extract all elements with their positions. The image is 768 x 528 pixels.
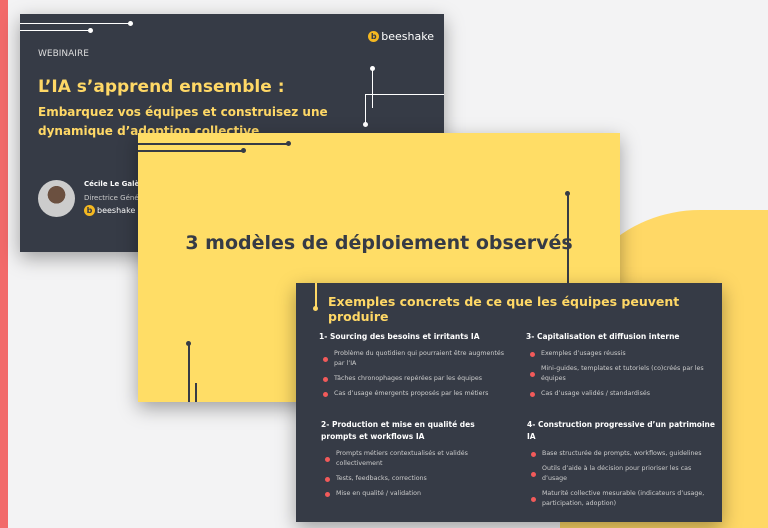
list-item: Tâches chronophages repérées par les équ… xyxy=(319,374,509,384)
decorative-line xyxy=(138,143,288,145)
list-item: Prompts métiers contextualisés et validé… xyxy=(321,449,511,469)
decorative-line xyxy=(188,343,190,402)
section-1: 1- Sourcing des besoins et irritants IA … xyxy=(319,331,509,404)
bee-icon: b xyxy=(84,205,95,216)
slide-title: L’IA s’apprend ensemble : xyxy=(38,77,285,97)
decorative-line xyxy=(195,383,197,402)
left-accent-strip xyxy=(0,0,8,528)
speaker-role: Directrice Géné xyxy=(84,194,139,202)
list-item: Base structurée de prompts, workflows, g… xyxy=(527,449,717,459)
section-3: 3- Capitalisation et diffusion interne E… xyxy=(526,331,716,404)
list-item: Maturité collective mesurable (indicateu… xyxy=(527,489,717,509)
decorative-line xyxy=(372,68,373,108)
section-heading: 1- Sourcing des besoins et irritants IA xyxy=(319,332,480,341)
speaker-name: Cécile Le Galès xyxy=(84,180,144,188)
decorative-dot xyxy=(370,66,375,71)
slide-title: Exemples concrets de ce que les équipes … xyxy=(328,294,680,324)
decorative-line xyxy=(365,94,366,124)
list-item: Mise en qualité / validation xyxy=(321,489,511,499)
decorative-dot xyxy=(186,341,191,346)
list-item: Cas d’usage émergents proposés par les m… xyxy=(319,389,509,399)
list-item: Exemples d’usages réussis xyxy=(526,349,716,359)
section-heading: 4- Construction progressive d’un patrimo… xyxy=(527,420,715,441)
list-item: Tests, feedbacks, corrections xyxy=(321,474,511,484)
list-item: Problème du quotidien qui pourraient êtr… xyxy=(319,349,509,369)
speaker-avatar xyxy=(38,180,75,217)
slide-examples: Exemples concrets de ce que les équipes … xyxy=(296,283,722,522)
decorative-dot xyxy=(241,148,246,153)
decorative-line xyxy=(315,283,317,307)
section-4: 4- Construction progressive d’un patrimo… xyxy=(527,419,717,514)
decorative-dot xyxy=(88,28,93,33)
section-heading: 2- Production et mise en qualité des pro… xyxy=(321,420,475,441)
decorative-dot xyxy=(313,306,318,311)
slide-title: 3 modèles de déploiement observés xyxy=(185,232,573,254)
decorative-line xyxy=(365,94,444,95)
decorative-dot xyxy=(128,21,133,26)
decorative-dot xyxy=(363,122,368,127)
decorative-dot xyxy=(286,141,291,146)
decorative-dot xyxy=(565,191,570,196)
decorative-line xyxy=(20,30,90,31)
section-2: 2- Production et mise en qualité des pro… xyxy=(321,419,511,504)
list-item: Mini-guides, templates et tutoriels (co)… xyxy=(526,364,716,384)
slide-tag: WEBINAIRE xyxy=(38,49,89,59)
decorative-line xyxy=(567,193,569,283)
section-heading: 3- Capitalisation et diffusion interne xyxy=(526,332,680,341)
decorative-line xyxy=(20,23,130,24)
bee-icon: b xyxy=(368,31,380,42)
list-item: Cas d’usage validés / standardisés xyxy=(526,389,716,399)
list-item: Outils d’aide à la décision pour prioris… xyxy=(527,464,717,484)
decorative-line xyxy=(138,150,243,152)
